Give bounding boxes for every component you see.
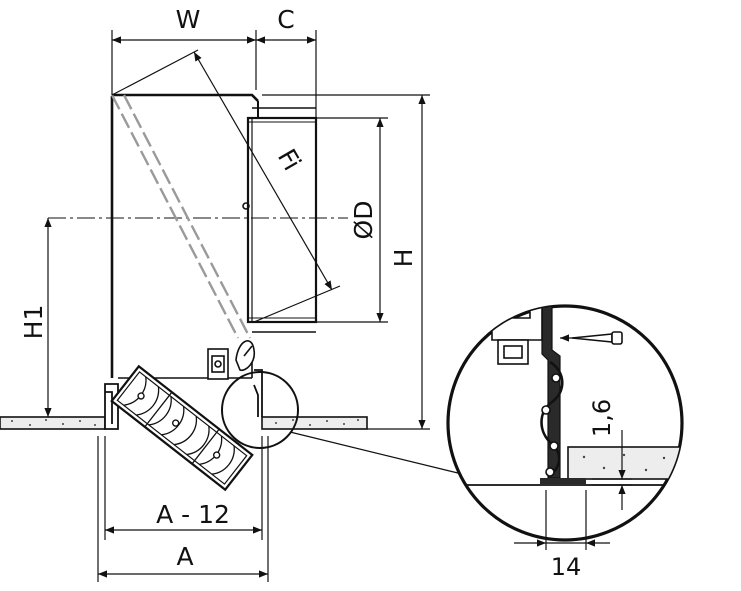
detail-marker-circle [221,371,299,449]
dim-w-c [111,30,317,118]
detail-leader-line [289,431,467,476]
label-a-minus-12: A - 12 [156,500,230,529]
label-gap-width: 14 [551,553,582,581]
label-gap-thickness: 1,6 [588,399,616,437]
ceiling-slab [0,416,368,430]
dim-fi [111,49,341,323]
detail-view: 1,6 14 [446,304,684,581]
label-fi: Fi [272,144,307,175]
hinge-clamp [207,340,256,380]
dim-h [262,94,430,430]
housing-bottom-right [253,369,263,417]
dim-od [316,117,388,323]
label-h: H [389,249,418,268]
label-h1: H1 [19,305,48,340]
tilted-grille [110,364,254,492]
label-a: A [176,542,193,571]
grille-swing-path [110,94,252,339]
duct-spigot [242,107,318,333]
ceiling-frame-left [104,383,119,430]
label-od: ØD [349,201,378,240]
label-w: W [176,5,201,34]
dim-a [97,436,269,582]
label-c: C [277,5,294,34]
